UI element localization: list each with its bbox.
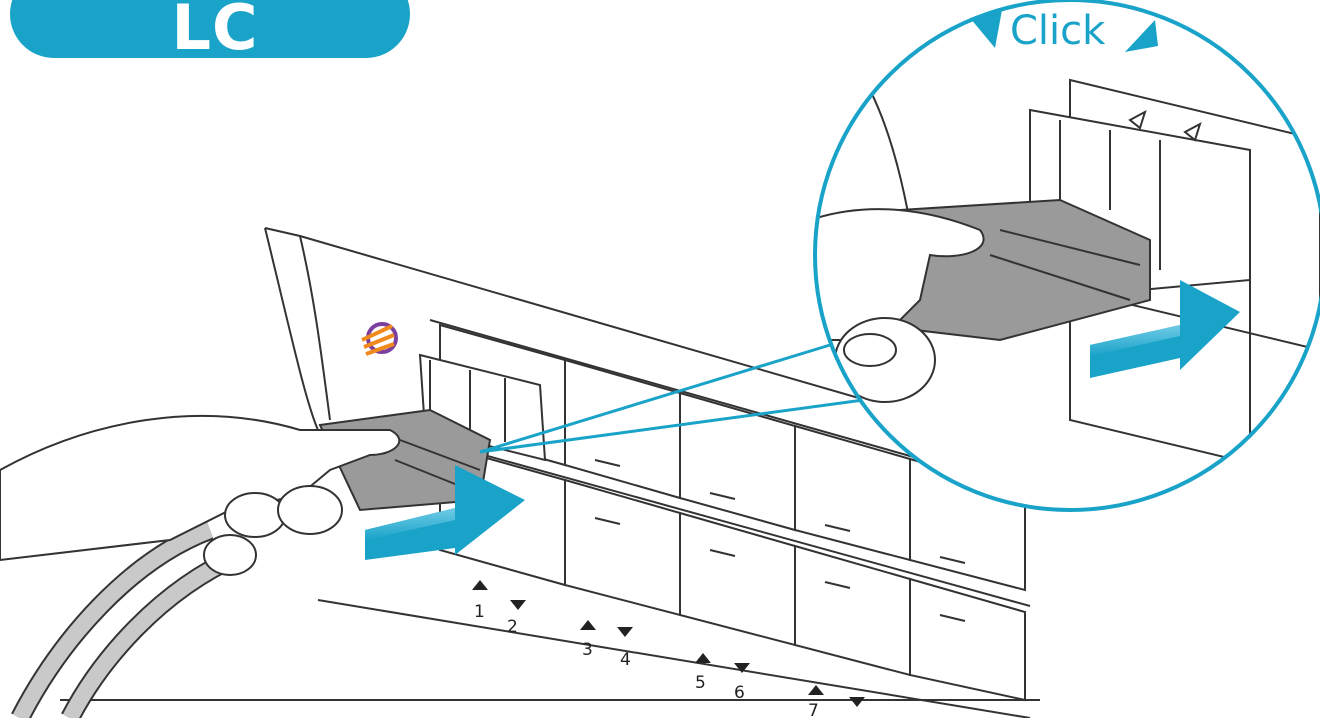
magnified-view (813, 0, 1320, 512)
insert-arrow-icon (365, 465, 525, 560)
port-number-3: 3 (582, 640, 593, 660)
port-number-6: 6 (734, 683, 745, 703)
click-label: Click (1010, 8, 1106, 54)
port-number-4: 4 (620, 650, 631, 670)
port-number-1: 1 (474, 602, 485, 622)
switch-chassis (60, 227, 1101, 701)
port-number-7: 7 (808, 701, 819, 718)
title-badge (10, 0, 410, 58)
logo-icon (361, 322, 398, 356)
title-label: LC (171, 0, 259, 64)
hand (0, 414, 401, 576)
port-number-5: 5 (695, 673, 706, 693)
port-number-2: 2 (507, 617, 518, 637)
port-indicators (472, 580, 865, 707)
click-tick-icon (970, 10, 1158, 52)
zoom-lines (479, 343, 901, 454)
